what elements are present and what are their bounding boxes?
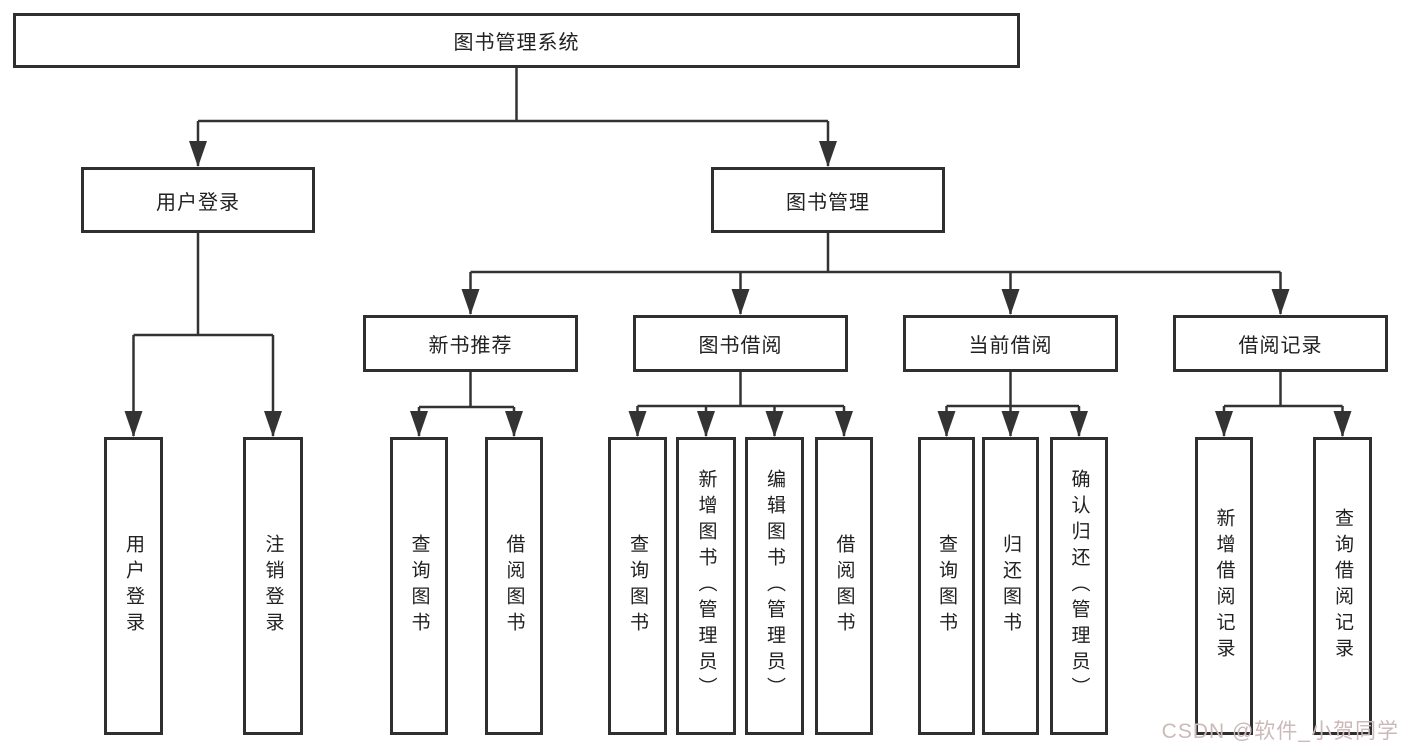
node-new-book-recommend: 新书推荐 — [363, 315, 578, 372]
node-current-borrow: 当前借阅 — [903, 315, 1118, 372]
csdn-watermark: CSDN @软件_小贺同学 — [1161, 720, 1399, 743]
leaf-borrow-book: 借阅图书 — [815, 437, 873, 735]
node-book-borrow: 图书借阅 — [633, 315, 848, 372]
node-borrow-records: 借阅记录 — [1173, 315, 1388, 372]
node-root-library-system: 图书管理系统 — [13, 13, 1020, 68]
leaf-logout: 注销登录 — [243, 437, 303, 735]
leaf-confirm-return-admin: 确认归还（管理员） — [1050, 437, 1108, 735]
leaf-query-book-recommend: 查询图书 — [390, 437, 448, 735]
node-book-management: 图书管理 — [711, 167, 945, 233]
leaf-add-borrow-record: 新增借阅记录 — [1195, 437, 1253, 735]
leaf-return-book: 归还图书 — [982, 437, 1039, 735]
leaf-query-book-current: 查询图书 — [918, 437, 975, 735]
leaf-user-login: 用户登录 — [104, 437, 163, 735]
leaf-query-book-borrow: 查询图书 — [608, 437, 667, 735]
leaf-add-book-admin: 新增图书（管理员） — [676, 437, 736, 735]
node-user-login: 用户登录 — [81, 167, 315, 233]
leaf-query-borrow-record: 查询借阅记录 — [1313, 437, 1372, 735]
leaf-borrow-book-recommend: 借阅图书 — [485, 437, 543, 735]
leaf-edit-book-admin: 编辑图书（管理员） — [745, 437, 804, 735]
